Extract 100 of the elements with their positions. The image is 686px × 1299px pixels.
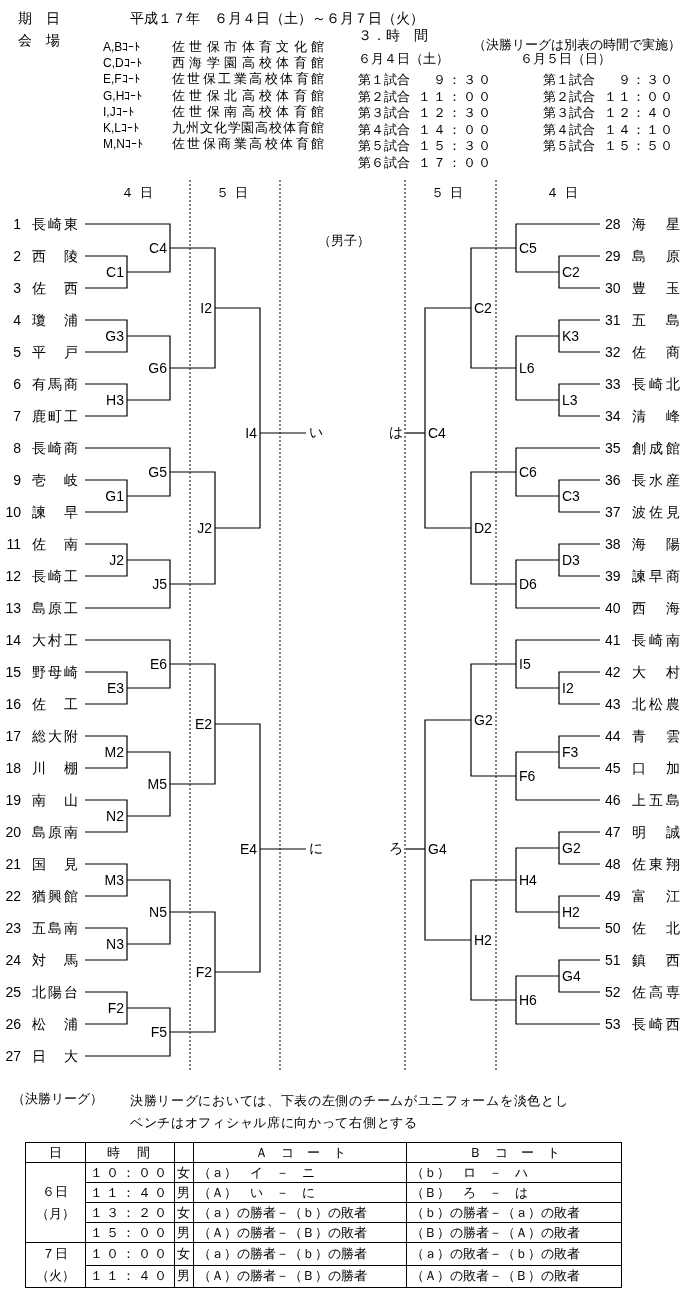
bracket-line — [126, 663, 171, 689]
court-code: C,Dｺｰﾄ — [103, 55, 142, 72]
game-number: 第１試合 — [543, 72, 595, 88]
date-text: 平成１７年 ６月４日（土）～６月７日（火） — [130, 10, 424, 26]
table-cell: （ｂ） ロ － ハ — [406, 1162, 622, 1183]
match-code: M5 — [144, 776, 170, 792]
bracket-line — [84, 1031, 171, 1057]
team-name: 西陵 — [32, 248, 78, 264]
team-number: 1 — [12, 216, 21, 232]
team-number: 9 — [12, 472, 21, 488]
team-number: 17 — [4, 728, 21, 744]
team-name: 鎮西 — [632, 952, 680, 968]
team-number: 35 — [605, 440, 622, 456]
venue-name: 佐世保商業高校体育館 — [172, 136, 324, 153]
team-number: 53 — [605, 1016, 622, 1032]
team-name: 諫早商 — [632, 568, 680, 584]
bracket-line — [126, 471, 171, 497]
bracket-line — [558, 911, 601, 929]
team-number: 29 — [605, 248, 622, 264]
team-number: 13 — [4, 600, 21, 616]
team-name: 五島 — [632, 312, 680, 328]
team-name: 野母崎 — [32, 664, 78, 680]
match-code: E2 — [189, 716, 215, 732]
heading-label: 期 日 — [18, 10, 60, 26]
bracket-line — [558, 559, 601, 577]
section-label: （決勝リーグ） — [12, 1091, 103, 1107]
bracket-line — [84, 271, 128, 289]
match-code: J2 — [189, 520, 215, 536]
team-name: 明誠 — [632, 824, 680, 840]
day-heading: ６月５日（日） — [520, 51, 611, 67]
bracket-line — [259, 432, 307, 434]
match-code: G3 — [101, 328, 127, 344]
bracket-line — [515, 471, 560, 497]
match-code: C4 — [425, 425, 451, 441]
team-name: 五島南 — [32, 920, 78, 936]
bracket-line — [558, 319, 601, 337]
bracket-line — [169, 307, 216, 369]
bracket-line — [169, 247, 216, 309]
match-code: M3 — [101, 872, 127, 888]
court-code: M,Nｺｰﾄ — [103, 136, 143, 153]
team-number: 5 — [12, 344, 21, 360]
match-code: F3 — [559, 744, 585, 760]
game-time: １４：００ — [417, 121, 493, 138]
team-name: 北陽台 — [32, 984, 78, 1000]
team-name: 口加 — [632, 760, 680, 776]
table-cell: １１：４０ — [85, 1265, 175, 1288]
table-cell: （Ａ）の勝者－（Ｂ）の勝者 — [193, 1265, 407, 1288]
team-name: 豊玉 — [632, 280, 680, 296]
game-time: １２：４０ — [603, 105, 674, 122]
venue-name: 九州文化学園高校体育館 — [172, 120, 324, 136]
round-heading: ４日 — [545, 185, 585, 201]
team-number: 30 — [605, 280, 622, 296]
team-number: 47 — [605, 824, 622, 840]
match-code: K3 — [559, 328, 585, 344]
team-number: 6 — [12, 376, 21, 392]
bracket-line — [84, 751, 128, 769]
team-number: 22 — [4, 888, 21, 904]
bracket-line — [470, 247, 517, 309]
match-code: H2 — [471, 932, 497, 948]
table-cell: 日 — [25, 1142, 86, 1163]
bracket-line — [84, 335, 128, 353]
table-cell: 男 — [174, 1265, 194, 1288]
bracket-line — [558, 255, 601, 273]
bracket-line — [405, 432, 426, 434]
bracket-line — [84, 879, 128, 897]
team-number: 52 — [605, 984, 622, 1000]
team-name: 猶興館 — [32, 888, 78, 904]
team-number: 36 — [605, 472, 622, 488]
team-name: 長崎北 — [632, 376, 680, 392]
team-number: 15 — [4, 664, 21, 680]
venue-name: 西海学園高校体育館 — [172, 55, 324, 72]
match-code: C1 — [101, 264, 127, 280]
bracket-line — [558, 671, 601, 689]
bracket-line — [424, 432, 472, 529]
match-code: I2 — [189, 300, 215, 316]
bracket-line — [515, 583, 601, 609]
bracket-line — [470, 879, 517, 941]
bracket-line — [214, 723, 261, 850]
table-cell: １１：４０ — [85, 1182, 175, 1203]
bracket-line — [515, 751, 560, 777]
game-number: 第４試合 — [543, 121, 595, 138]
bracket-line — [470, 939, 517, 1001]
match-code: D6 — [516, 576, 542, 592]
match-code: L6 — [516, 360, 542, 376]
game-number: 第２試合 — [358, 88, 410, 105]
bracket-line — [84, 399, 128, 417]
team-number: 11 — [5, 536, 21, 552]
team-number: 45 — [605, 760, 622, 776]
team-name: 佐西 — [32, 280, 78, 296]
bracket-line — [126, 247, 171, 273]
team-number: 43 — [605, 696, 622, 712]
match-code: C4 — [144, 240, 170, 256]
team-name: 大村工 — [32, 632, 78, 648]
table-cell: １３：２０ — [85, 1202, 175, 1223]
bracket-line — [515, 447, 601, 473]
bracket-line — [515, 367, 560, 401]
match-code: E3 — [101, 680, 127, 696]
team-number: 48 — [605, 856, 622, 872]
table-cell: １０：００ — [85, 1162, 175, 1183]
team-number: 3 — [12, 280, 21, 296]
